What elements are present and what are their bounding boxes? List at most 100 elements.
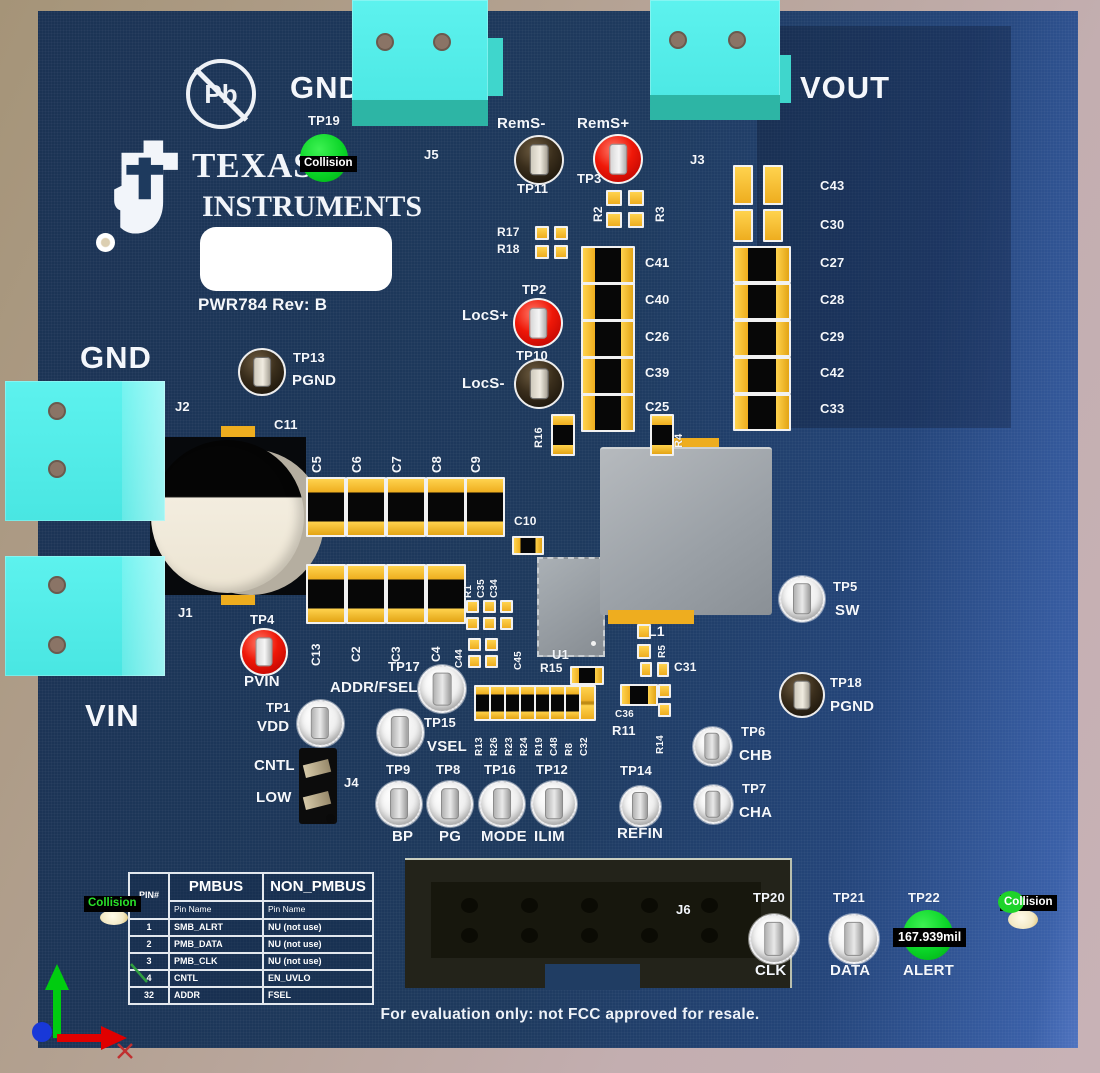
component-label-r24: R24 [519, 737, 530, 756]
testpoint-id-tp14: TP14 [620, 763, 652, 778]
testpoint-id-tp19: TP19 [308, 113, 340, 128]
testpoint-tp9[interactable] [376, 781, 422, 827]
solder-pad [535, 245, 549, 259]
solder-pad [485, 638, 498, 651]
component-label-r19: R19 [534, 737, 545, 756]
component-c36[interactable] [620, 684, 658, 706]
component-r14[interactable] [658, 684, 671, 717]
component-c25[interactable] [581, 394, 635, 432]
component-r17[interactable] [535, 226, 568, 259]
component-c28[interactable] [733, 283, 791, 320]
board-shadow-region [757, 26, 1011, 428]
connector-j3[interactable] [650, 0, 780, 120]
component-r2[interactable] [606, 190, 644, 228]
component-c29[interactable] [733, 320, 791, 357]
testpoint-signal-tp11: RemS- [497, 115, 546, 132]
component-c43[interactable] [733, 165, 783, 205]
pb-text: Pb [204, 78, 238, 109]
component-label-c34: C34 [489, 579, 500, 598]
component-c40[interactable] [581, 283, 635, 321]
component-label-c28: C28 [820, 292, 845, 307]
connector-j1[interactable] [5, 556, 165, 676]
component-c4[interactable] [426, 564, 466, 624]
solder-pad [535, 226, 549, 240]
screw-hole [48, 460, 66, 478]
testpoint-tp4[interactable] [240, 628, 288, 676]
component-c26[interactable] [581, 320, 635, 358]
component-r1[interactable] [466, 600, 513, 630]
component-r15[interactable] [570, 666, 604, 685]
testpoint-tp20[interactable] [749, 914, 799, 964]
component-label-c5: C5 [309, 455, 324, 473]
testpoint-tp17[interactable] [418, 665, 466, 713]
solder-pad [554, 226, 568, 240]
component-c9[interactable] [465, 477, 505, 537]
component-c10[interactable] [512, 536, 544, 555]
component-label-c6: C6 [349, 455, 364, 473]
component-c33[interactable] [733, 394, 791, 431]
component-label-c30: C30 [820, 217, 845, 232]
testpoint-tp1[interactable] [296, 699, 344, 747]
testpoint-tp15[interactable] [376, 708, 424, 756]
ti-logo-icon [114, 140, 178, 234]
component-c7[interactable] [386, 477, 426, 537]
j4-dot [326, 814, 335, 823]
component-c5[interactable] [306, 477, 346, 537]
component-c2[interactable] [346, 564, 386, 624]
component-c30[interactable] [733, 209, 783, 242]
component-c3[interactable] [386, 564, 426, 624]
testpoint-tp12[interactable] [531, 781, 577, 827]
component-c44[interactable] [468, 638, 498, 668]
component-label-c9: C9 [468, 455, 483, 473]
component-c41[interactable] [581, 246, 635, 284]
pmbus-table-cell: NU (not use) [262, 918, 374, 937]
solder-pad [658, 703, 671, 717]
connector-j6[interactable] [405, 858, 792, 990]
component-u1-ic[interactable] [537, 557, 605, 657]
testpoint-tp21[interactable] [829, 914, 879, 964]
solder-pad [637, 624, 651, 639]
testpoint-tp8[interactable] [427, 781, 473, 827]
component-l1-inductor[interactable] [600, 447, 772, 624]
testpoint-id-tp9: TP9 [386, 762, 411, 777]
testpoint-signal-tp10: LocS- [462, 375, 505, 392]
testpoint-tp7[interactable] [693, 784, 733, 824]
solder-pad [763, 165, 783, 205]
testpoint-tp3[interactable] [593, 134, 643, 184]
testpoint-id-tp18: TP18 [830, 675, 862, 690]
testpoint-tp6[interactable] [692, 726, 732, 766]
testpoint-id-tp13: TP13 [293, 350, 325, 365]
component-r4[interactable] [650, 414, 674, 456]
pmbus-table-cell: NU (not use) [262, 935, 374, 954]
testpoint-tp16[interactable] [479, 781, 525, 827]
testpoint-tp10[interactable] [514, 359, 564, 409]
component-label-c8: C8 [429, 455, 444, 473]
component-r5[interactable] [637, 624, 651, 659]
component-c13[interactable] [306, 564, 346, 624]
screw-hole [48, 402, 66, 420]
testpoint-tp5[interactable] [779, 576, 825, 622]
connector-j4-jumper[interactable] [299, 748, 337, 824]
component-c6[interactable] [346, 477, 386, 537]
testpoint-tp2[interactable] [513, 298, 563, 348]
component-label-r1: R1 [463, 584, 474, 598]
testpoint-tp11[interactable] [514, 135, 564, 185]
component-c42[interactable] [733, 357, 791, 394]
connector-j5[interactable] [352, 0, 488, 126]
component-r16[interactable] [551, 414, 575, 456]
testpoint-tp14[interactable] [619, 785, 661, 827]
component-label-c44: C44 [454, 649, 465, 668]
connector-j2[interactable] [5, 381, 165, 521]
component-c39[interactable] [581, 357, 635, 395]
testpoint-tp18[interactable] [779, 672, 825, 718]
component-c32[interactable] [579, 685, 596, 721]
pmbus-table-cell: 2 [128, 935, 170, 954]
component-c11[interactable] [151, 440, 304, 593]
c11-pad-top [221, 426, 255, 440]
component-c31[interactable] [640, 662, 669, 677]
component-c8[interactable] [426, 477, 466, 537]
component-label-u1: U1 [552, 647, 570, 662]
testpoint-tp13[interactable] [238, 348, 286, 396]
component-c27[interactable] [733, 246, 791, 283]
